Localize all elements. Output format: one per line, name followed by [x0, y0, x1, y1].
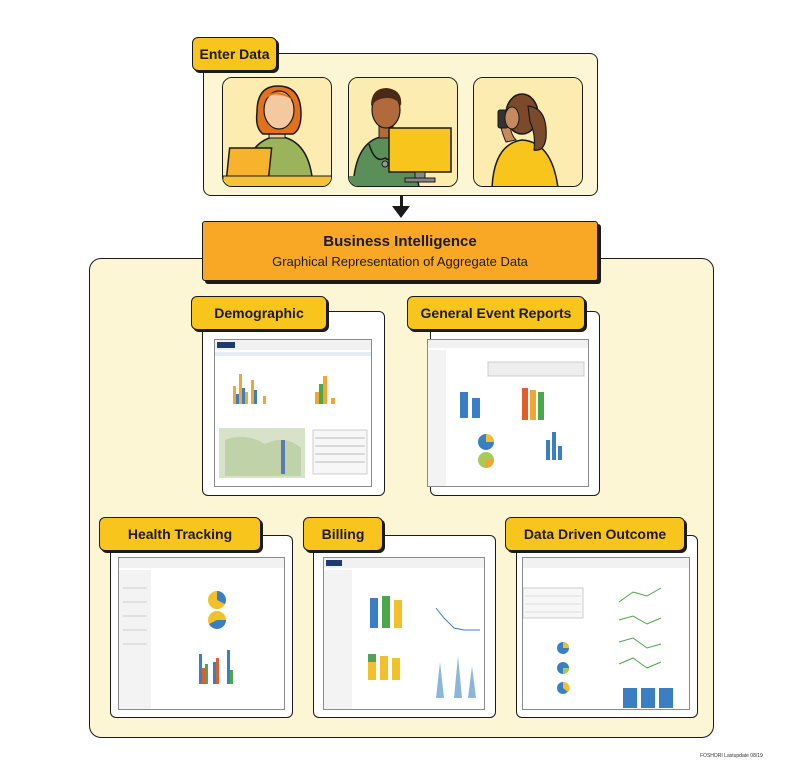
- bi-subtitle: Graphical Representation of Aggregate Da…: [272, 254, 528, 269]
- billing-dashboard-thumbnail: [323, 557, 485, 710]
- general-event-reports-label: General Event Reports: [407, 296, 585, 330]
- billing-label: Billing: [303, 517, 383, 551]
- business-intelligence-header: Business Intelligence Graphical Represen…: [202, 221, 598, 281]
- health-tracking-label: Health Tracking: [99, 517, 261, 551]
- flow-arrow-line: [400, 196, 403, 208]
- doctor-at-monitor-illustration: [348, 77, 458, 187]
- enter-data-label: Enter Data: [192, 37, 277, 71]
- data-driven-outcome-dashboard-thumbnail: [522, 557, 690, 710]
- bi-title: Business Intelligence: [323, 233, 477, 250]
- general-event-reports-dashboard-thumbnail: [427, 339, 589, 487]
- demographic-dashboard-thumbnail: [214, 339, 372, 487]
- health-tracking-dashboard-thumbnail: [118, 557, 285, 710]
- data-driven-outcome-label: Data Driven Outcome: [505, 517, 685, 551]
- woman-at-laptop-illustration: [222, 77, 332, 187]
- person-on-phone-illustration: [473, 77, 583, 187]
- demographic-label: Demographic: [191, 296, 327, 330]
- flow-arrow-head: [392, 206, 410, 218]
- footnote: FOSHORI Lastupdate 08/19: [700, 753, 763, 759]
